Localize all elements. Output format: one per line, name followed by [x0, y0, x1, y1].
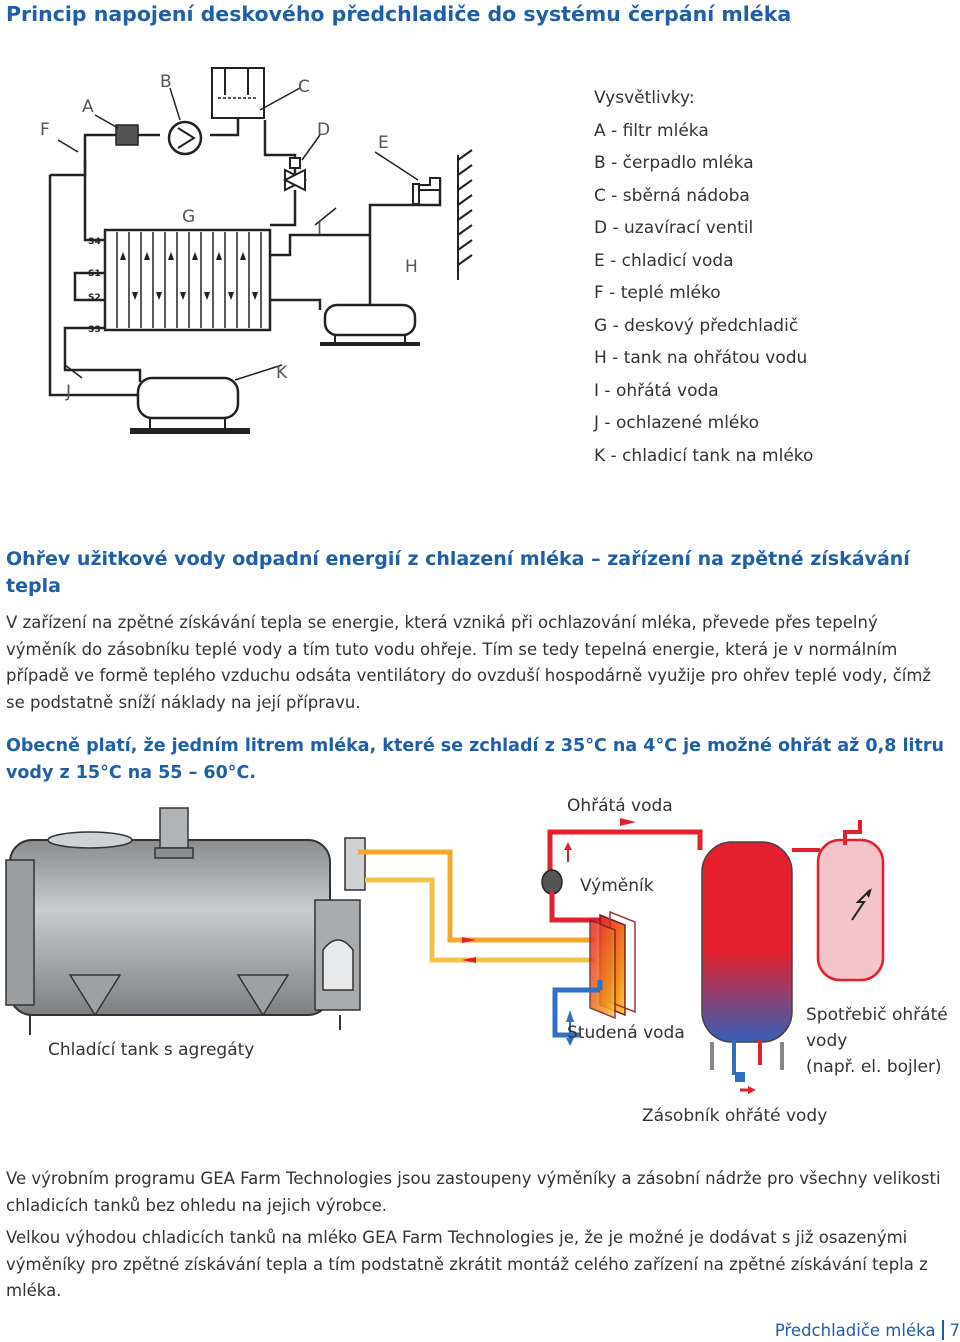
label-exchanger: Výměník	[580, 876, 654, 896]
collecting-vessel-icon	[211, 67, 265, 119]
diagram-letter-b: B	[160, 72, 172, 92]
pump-icon	[167, 120, 203, 156]
pump-icon	[541, 869, 563, 895]
flow-arrow-icon	[462, 957, 476, 963]
hot-water-tank-icon	[323, 303, 417, 337]
filter-icon	[115, 124, 139, 146]
legend-item: K - chladicí tank na mléko	[594, 445, 814, 466]
footer-divider	[941, 1320, 944, 1340]
label-storage-tank: Zásobník ohřáté vody	[642, 1106, 828, 1126]
legend-item: D - uzavírací ventil	[594, 218, 754, 238]
footer-label: Předchladiče mléka	[774, 1320, 936, 1340]
legend-item: I - ohřátá voda	[594, 380, 719, 401]
label-consumer-line: vody	[806, 1031, 848, 1051]
flow-arrow-icon	[462, 937, 476, 943]
label-cold-water: Studená voda	[567, 1023, 685, 1043]
hot-water-storage-icon	[701, 841, 793, 1082]
highlight-note: Obecně platí, že jedním litrem mléka, kt…	[6, 736, 944, 783]
plate-precooler-icon	[103, 228, 272, 332]
milk-cooling-tank-icon	[136, 376, 240, 420]
label-hot-water: Ohřátá voda	[567, 796, 673, 816]
diagram-letter-j: J	[65, 382, 71, 402]
diagram-letter-a: A	[82, 97, 94, 117]
legend-item: J - ochlazené mléko	[594, 413, 760, 433]
page-number: 7	[949, 1320, 960, 1340]
heat-recovery-illustration: Ohřátá voda Výměník Studená voda Chladíc…	[0, 790, 960, 1135]
diagram-letter-k: K	[276, 363, 288, 383]
diagram-letter-c: C	[298, 77, 310, 97]
consumer-boiler-icon	[816, 820, 885, 982]
page-footer: Předchladiče mléka 7	[775, 1318, 960, 1342]
diagram-letter-g: G	[182, 207, 195, 227]
section-paragraph: V zařízení na zpětné získávání tepla se …	[6, 613, 932, 712]
heat-exchanger-icon	[589, 910, 636, 1020]
flow-arrow-icon	[620, 818, 636, 826]
closing-paragraph-2: Velkou výhodou chladicích tanků na mléko…	[6, 1228, 928, 1300]
legend-heading: Vysvětlivky:	[594, 88, 695, 108]
diagram-letter-e: E	[378, 133, 389, 153]
precooler-schematic: S4 S1 S2 S3 F A B C	[20, 60, 500, 460]
plate-label-s1: S1	[88, 269, 101, 279]
legend-item: E - chladicí voda	[594, 250, 734, 271]
label-consumer-line: (např. el. bojler)	[806, 1057, 942, 1077]
legend-item: B - čerpadlo mléka	[594, 153, 754, 173]
label-consumer-line: Spotřebič ohřáté	[806, 1005, 948, 1025]
plate-label-s3: S3	[88, 325, 101, 335]
legend-item: G - deskový předchladič	[594, 315, 799, 336]
page-title: Princip napojení deskového předchladiče …	[6, 2, 792, 26]
flow-arrow-icon	[566, 1010, 574, 1022]
section-heading: Ohřev užitkové vody odpadní energií z ch…	[6, 548, 910, 597]
plate-label-s4: S4	[88, 237, 101, 247]
cooling-tank-with-units	[5, 807, 366, 1035]
heat-recovery-svg	[5, 807, 885, 1094]
legend: Vysvětlivky: A - filtr mléka B - čerpadl…	[594, 82, 813, 472]
diagram-letter-d: D	[317, 120, 330, 140]
diagram-letter-f: F	[40, 120, 50, 140]
legend-item: A - filtr mléka	[594, 120, 709, 141]
closing-paragraph-1: Ve výrobním programu GEA Farm Technologi…	[6, 1169, 941, 1215]
label-consumer: Spotřebič ohřáté vody (např. el. bojler)	[806, 1002, 948, 1080]
legend-item: F - teplé mléko	[594, 283, 721, 303]
diagram-letter-i: I	[317, 219, 322, 239]
plate-label-s2: S2	[88, 293, 101, 303]
diagram-letter-h: H	[405, 257, 418, 277]
legend-item: C - sběrná nádoba	[594, 185, 750, 206]
label-cooling-tank: Chladící tank s agregáty	[48, 1040, 255, 1060]
precooler-schematic-svg: S4 S1 S2 S3 F A B C	[40, 67, 473, 434]
legend-item: H - tank na ohřátou vodu	[594, 348, 808, 368]
